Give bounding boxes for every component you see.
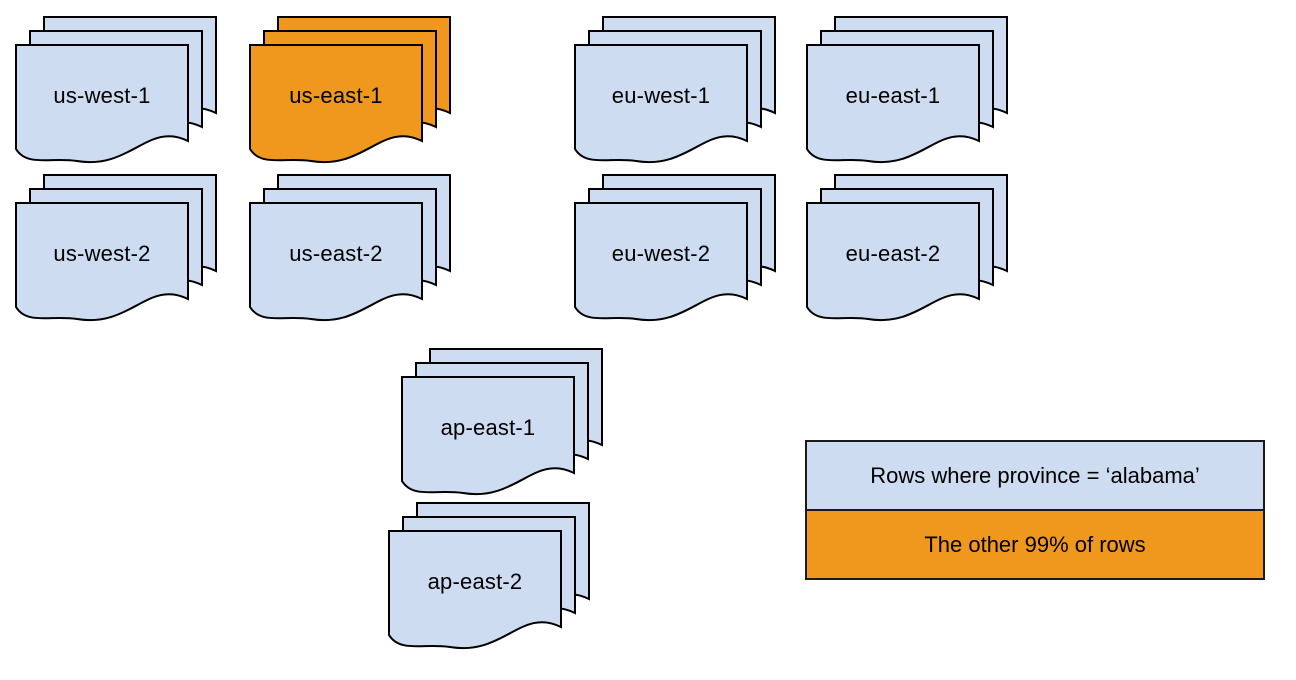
- document-stack-icon: [574, 16, 776, 164]
- region-stack-us-west-2: us-west-2: [15, 174, 217, 328]
- region-stack-eu-west-1: eu-west-1: [574, 16, 776, 170]
- legend-item-alabama-rows: Rows where province = ‘alabama’: [807, 442, 1263, 511]
- document-stack-icon: [388, 502, 590, 650]
- legend-item-other-rows: The other 99% of rows: [807, 511, 1263, 578]
- region-stack-us-east-1: us-east-1: [249, 16, 451, 170]
- document-stack-icon: [806, 174, 1008, 322]
- legend: Rows where province = ‘alabama’ The othe…: [805, 440, 1265, 580]
- document-stack-icon: [15, 16, 217, 164]
- region-stack-us-east-2: us-east-2: [249, 174, 451, 328]
- region-stack-eu-east-2: eu-east-2: [806, 174, 1008, 328]
- document-stack-icon: [249, 16, 451, 164]
- region-stack-us-west-1: us-west-1: [15, 16, 217, 170]
- document-stack-icon: [574, 174, 776, 322]
- legend-item-label: The other 99% of rows: [924, 531, 1146, 557]
- region-stack-ap-east-1: ap-east-1: [401, 348, 603, 502]
- document-stack-icon: [15, 174, 217, 322]
- legend-item-label: Rows where province = ‘alabama’: [870, 462, 1200, 488]
- region-stack-eu-east-1: eu-east-1: [806, 16, 1008, 170]
- region-stack-eu-west-2: eu-west-2: [574, 174, 776, 328]
- document-stack-icon: [401, 348, 603, 496]
- document-stack-icon: [249, 174, 451, 322]
- region-stack-ap-east-2: ap-east-2: [388, 502, 590, 656]
- document-stack-icon: [806, 16, 1008, 164]
